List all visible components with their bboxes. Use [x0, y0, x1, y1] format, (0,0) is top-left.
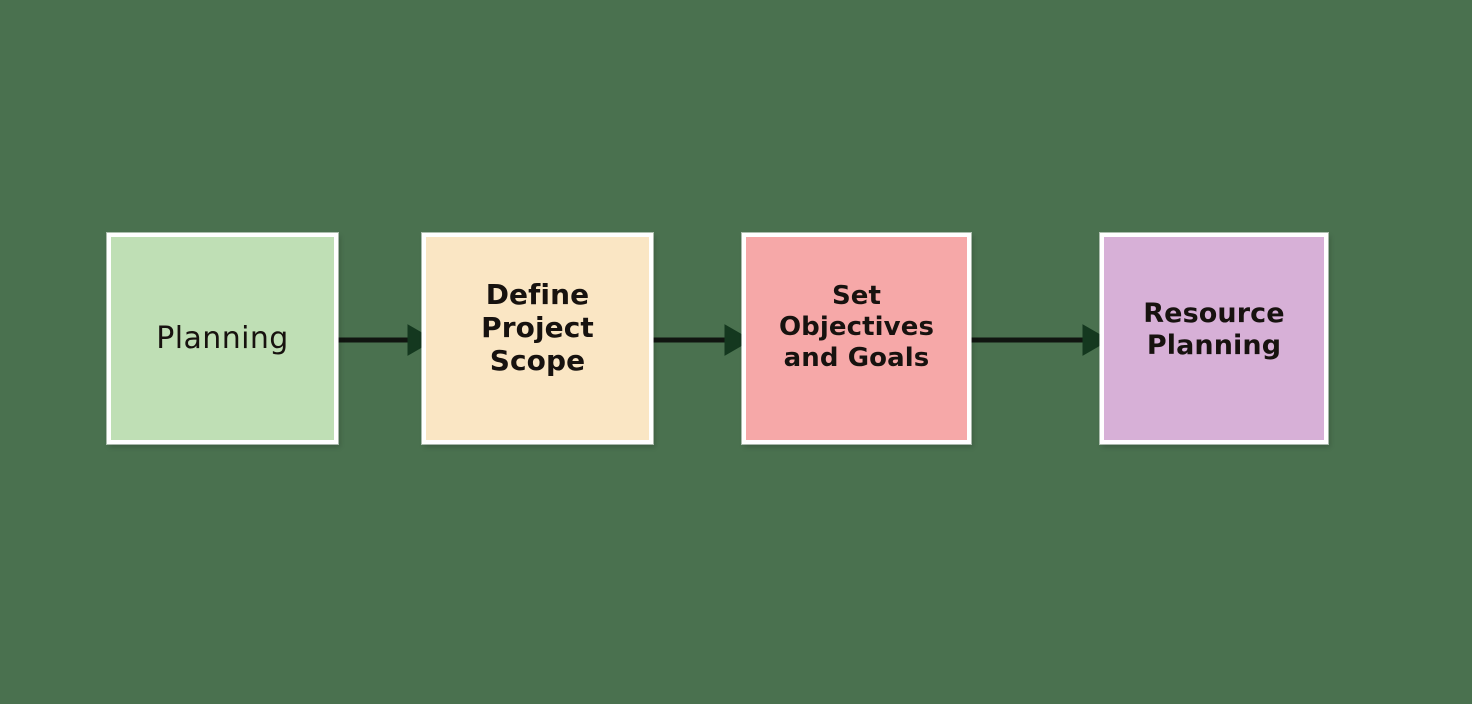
flow-node-resource-planning-label: Resource Planning	[1143, 297, 1285, 361]
flow-node-resource-planning[interactable]: Resource Planning	[1100, 233, 1328, 444]
flow-node-define-project-scope[interactable]: Define Project Scope	[422, 233, 653, 444]
flow-node-planning[interactable]: Planning	[107, 233, 338, 444]
flow-node-set-objectives-and-goals[interactable]: Set Objectives and Goals	[742, 233, 971, 444]
flow-node-set-objectives-and-goals-label: Set Objectives and Goals	[778, 281, 935, 373]
connector-set-objectives-to-resource-planning	[963, 320, 1111, 360]
flow-node-define-project-scope-label: Define Project Scope	[481, 277, 594, 378]
connector-planning-to-define-scope	[330, 320, 436, 360]
connector-define-scope-to-set-objectives	[645, 320, 753, 360]
flow-node-planning-label: Planning	[156, 320, 289, 356]
